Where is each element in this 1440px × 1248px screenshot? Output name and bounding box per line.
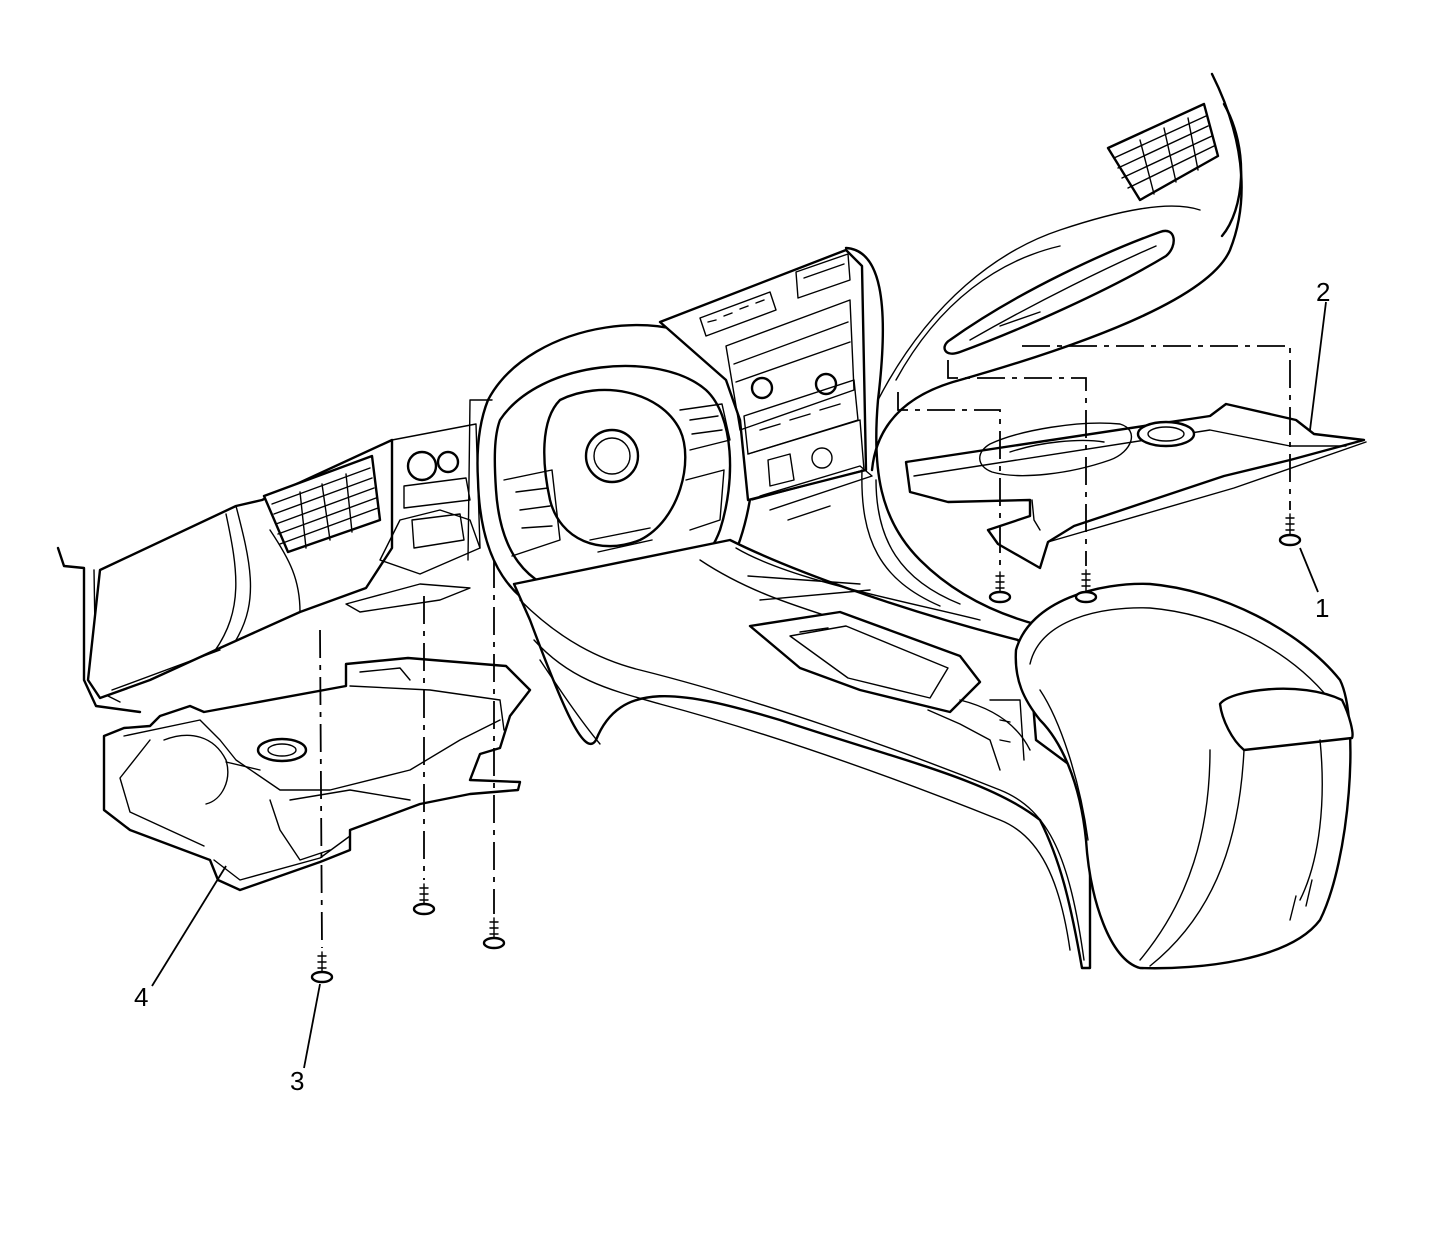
floor-console: [512, 538, 1167, 970]
right-closeout-insulator-panel: [904, 402, 1367, 570]
glove-box-handle: [943, 229, 1175, 355]
callout-2: 2: [1316, 277, 1330, 307]
airbag-module: [543, 388, 687, 553]
callout-1: 1: [1315, 593, 1329, 623]
screw-right-1: [1278, 513, 1302, 547]
console-storage-tray: [748, 610, 982, 714]
leader-lines: [151, 301, 1327, 1069]
screw-right-3: [988, 571, 1012, 604]
left-closeout-insulator-panel: [102, 656, 532, 892]
callout-4: 4: [134, 982, 148, 1012]
installation-lines: [319, 345, 1291, 949]
console-armrest: [1014, 582, 1354, 970]
instrument-panel-body: [86, 423, 481, 700]
screw-left-3: [310, 951, 334, 984]
screw-left-2: [482, 917, 506, 950]
right-instrument-panel: [844, 72, 1243, 632]
left-air-vent: [262, 454, 382, 554]
center-stack: [658, 248, 873, 521]
right-air-vent: [1106, 102, 1220, 202]
headlamp-switch: [403, 450, 471, 509]
fasteners: [310, 513, 1302, 984]
callout-3: 3: [290, 1066, 304, 1096]
screw-right-2: [1074, 569, 1098, 604]
screw-left-1: [412, 883, 436, 916]
